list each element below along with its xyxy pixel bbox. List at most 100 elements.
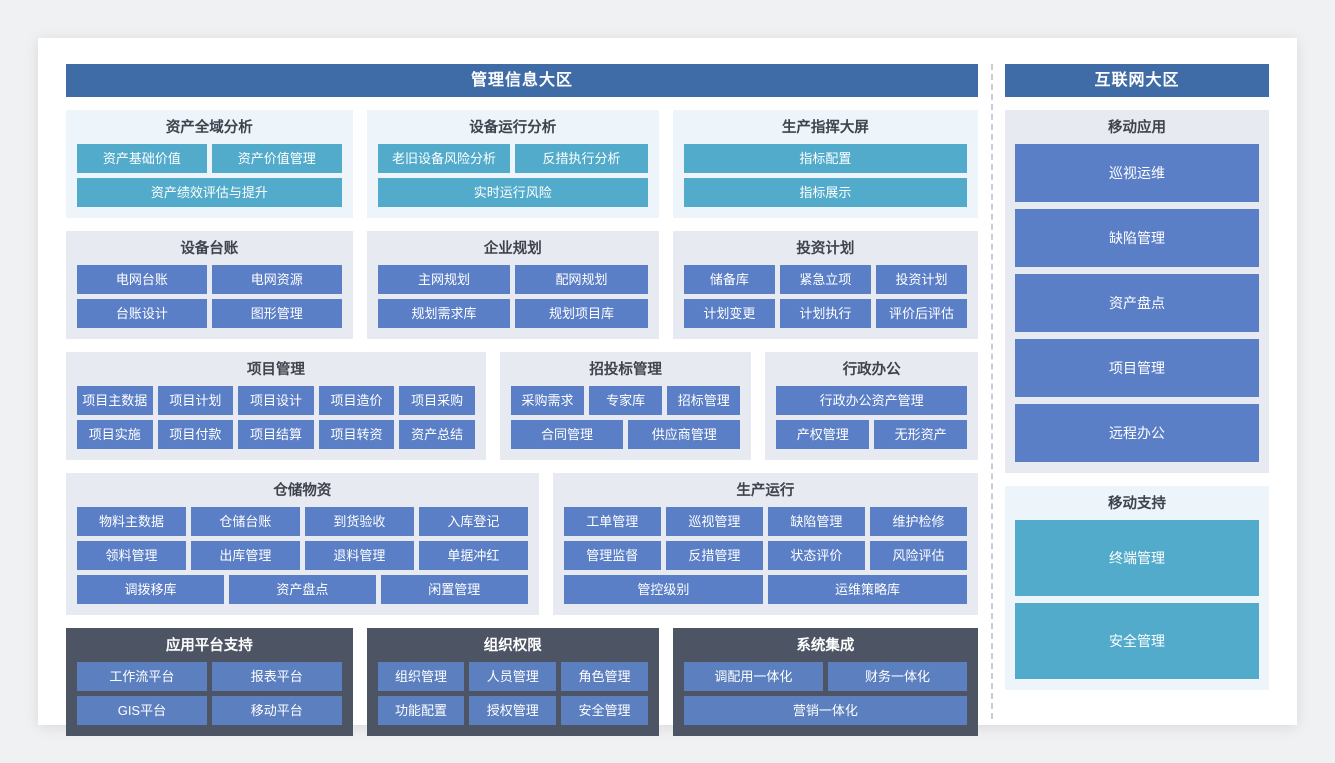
module-button[interactable]: 项目造价 — [318, 386, 395, 415]
module-button[interactable]: 安全管理 — [561, 696, 648, 725]
module-button[interactable]: 退料管理 — [304, 541, 414, 570]
module-button[interactable]: 调拨移库 — [77, 575, 224, 604]
module-button[interactable]: 计划执行 — [779, 299, 871, 328]
button-row: 台账设计图形管理 — [77, 299, 342, 328]
module-button[interactable]: 资产价值管理 — [211, 144, 342, 173]
module-button[interactable]: 指标展示 — [683, 178, 967, 207]
module-button[interactable]: 电网台账 — [77, 265, 207, 294]
module-button[interactable]: 授权管理 — [469, 696, 557, 725]
module-button[interactable]: 风险评估 — [869, 541, 968, 570]
side-module-button[interactable]: 缺陷管理 — [1015, 209, 1259, 267]
module-button[interactable]: 闲置管理 — [380, 575, 528, 604]
module-button[interactable]: 报表平台 — [211, 662, 342, 691]
module-button[interactable]: GIS平台 — [77, 696, 207, 725]
module-button[interactable]: 投资计划 — [875, 265, 967, 294]
side-module-button[interactable]: 终端管理 — [1015, 520, 1259, 596]
module-button[interactable]: 巡视管理 — [665, 507, 763, 536]
module-button[interactable]: 管理监督 — [563, 541, 661, 570]
module-button[interactable]: 资产总结 — [399, 420, 475, 449]
module-button[interactable]: 规划需求库 — [377, 299, 511, 328]
module-button[interactable]: 配网规划 — [515, 265, 648, 294]
module-button[interactable]: 仓储台账 — [190, 507, 300, 536]
module-button[interactable]: 运维策略库 — [767, 575, 967, 604]
module-button[interactable]: 产权管理 — [776, 420, 870, 449]
module-button[interactable]: 人员管理 — [469, 662, 557, 691]
module-button[interactable]: 物料主数据 — [77, 507, 186, 536]
module-button[interactable]: 合同管理 — [510, 420, 624, 449]
group-button-rows: 老旧设备风险分析反措执行分析实时运行风险 — [377, 144, 648, 207]
button-row: 管控级别运维策略库 — [563, 575, 967, 604]
module-button[interactable]: 老旧设备风险分析 — [377, 144, 511, 173]
module-button[interactable]: 项目主数据 — [77, 386, 153, 415]
module-button[interactable]: 出库管理 — [190, 541, 300, 570]
module-button[interactable]: 招标管理 — [667, 386, 741, 415]
module-button[interactable]: 采购需求 — [510, 386, 585, 415]
module-button[interactable]: 缺陷管理 — [767, 507, 865, 536]
module-button[interactable]: 营销一体化 — [683, 696, 967, 725]
button-row: 行政办公资产管理 — [776, 386, 967, 415]
module-button[interactable]: 资产基础价值 — [77, 144, 207, 173]
group-button-rows: 主网规划配网规划规划需求库规划项目库 — [377, 265, 648, 328]
module-button[interactable]: 台账设计 — [77, 299, 207, 328]
module-button[interactable]: 项目采购 — [399, 386, 475, 415]
group-title: 企业规划 — [483, 241, 542, 257]
module-button[interactable]: 图形管理 — [211, 299, 342, 328]
module-button[interactable]: 领料管理 — [77, 541, 186, 570]
module-button[interactable]: 电网资源 — [211, 265, 342, 294]
side-module-button[interactable]: 资产盘点 — [1015, 274, 1259, 332]
module-button[interactable]: 供应商管理 — [628, 420, 741, 449]
side-module-button[interactable]: 项目管理 — [1015, 339, 1259, 397]
side-module-button[interactable]: 巡视运维 — [1015, 144, 1259, 202]
module-button[interactable]: 组织管理 — [377, 662, 465, 691]
group-card: 生产指挥大屏指标配置指标展示 — [672, 110, 978, 218]
module-button[interactable]: 资产绩效评估与提升 — [77, 178, 342, 207]
module-button[interactable]: 项目付款 — [157, 420, 234, 449]
button-row: GIS平台移动平台 — [77, 696, 342, 725]
button-row: 主网规划配网规划 — [377, 265, 648, 294]
module-button[interactable]: 管控级别 — [563, 575, 763, 604]
module-button[interactable]: 评价后评估 — [875, 299, 967, 328]
module-button[interactable]: 调配用一体化 — [683, 662, 823, 691]
button-row: 计划变更计划执行评价后评估 — [683, 299, 967, 328]
module-button[interactable]: 储备库 — [683, 265, 775, 294]
button-row: 产权管理无形资产 — [776, 420, 967, 449]
side-module-button[interactable]: 远程办公 — [1015, 404, 1259, 462]
module-button[interactable]: 规划项目库 — [515, 299, 648, 328]
module-button[interactable]: 项目设计 — [238, 386, 314, 415]
module-button[interactable]: 到货验收 — [304, 507, 414, 536]
group-title: 投资计划 — [796, 241, 855, 257]
module-button[interactable]: 项目计划 — [157, 386, 234, 415]
module-button[interactable]: 角色管理 — [561, 662, 648, 691]
module-button[interactable]: 状态评价 — [767, 541, 865, 570]
group-card: 资产全域分析资产基础价值资产价值管理资产绩效评估与提升 — [66, 110, 353, 218]
module-button[interactable]: 功能配置 — [377, 696, 465, 725]
module-button[interactable]: 主网规划 — [377, 265, 511, 294]
button-row: 组织管理人员管理角色管理 — [377, 662, 648, 691]
module-button[interactable]: 指标配置 — [683, 144, 967, 173]
module-button[interactable]: 资产盘点 — [228, 575, 376, 604]
module-button[interactable]: 工作流平台 — [77, 662, 207, 691]
button-row: 调配用一体化财务一体化 — [683, 662, 967, 691]
module-button[interactable]: 财务一体化 — [827, 662, 967, 691]
module-button[interactable]: 项目转资 — [318, 420, 395, 449]
module-button[interactable]: 紧急立项 — [779, 265, 871, 294]
module-button[interactable]: 维护检修 — [869, 507, 968, 536]
module-button[interactable]: 移动平台 — [211, 696, 342, 725]
side-module-button[interactable]: 安全管理 — [1015, 603, 1259, 679]
group-button-rows: 项目主数据项目计划项目设计项目造价项目采购项目实施项目付款项目结算项目转资资产总… — [77, 386, 475, 449]
module-button[interactable]: 专家库 — [589, 386, 663, 415]
module-button[interactable]: 实时运行风险 — [377, 178, 648, 207]
module-button[interactable]: 项目结算 — [238, 420, 314, 449]
group-title: 组织权限 — [483, 638, 542, 654]
diagram-sheet: 管理信息大区 资产全域分析资产基础价值资产价值管理资产绩效评估与提升设备运行分析… — [38, 38, 1297, 736]
module-button[interactable]: 行政办公资产管理 — [776, 386, 967, 415]
module-button[interactable]: 工单管理 — [563, 507, 661, 536]
module-button[interactable]: 反措执行分析 — [515, 144, 648, 173]
module-button[interactable]: 反措管理 — [665, 541, 763, 570]
module-button[interactable]: 计划变更 — [683, 299, 775, 328]
module-button[interactable]: 入库登记 — [418, 507, 528, 536]
module-button[interactable]: 项目实施 — [77, 420, 153, 449]
module-button[interactable]: 单据冲红 — [418, 541, 528, 570]
module-button[interactable]: 无形资产 — [874, 420, 967, 449]
